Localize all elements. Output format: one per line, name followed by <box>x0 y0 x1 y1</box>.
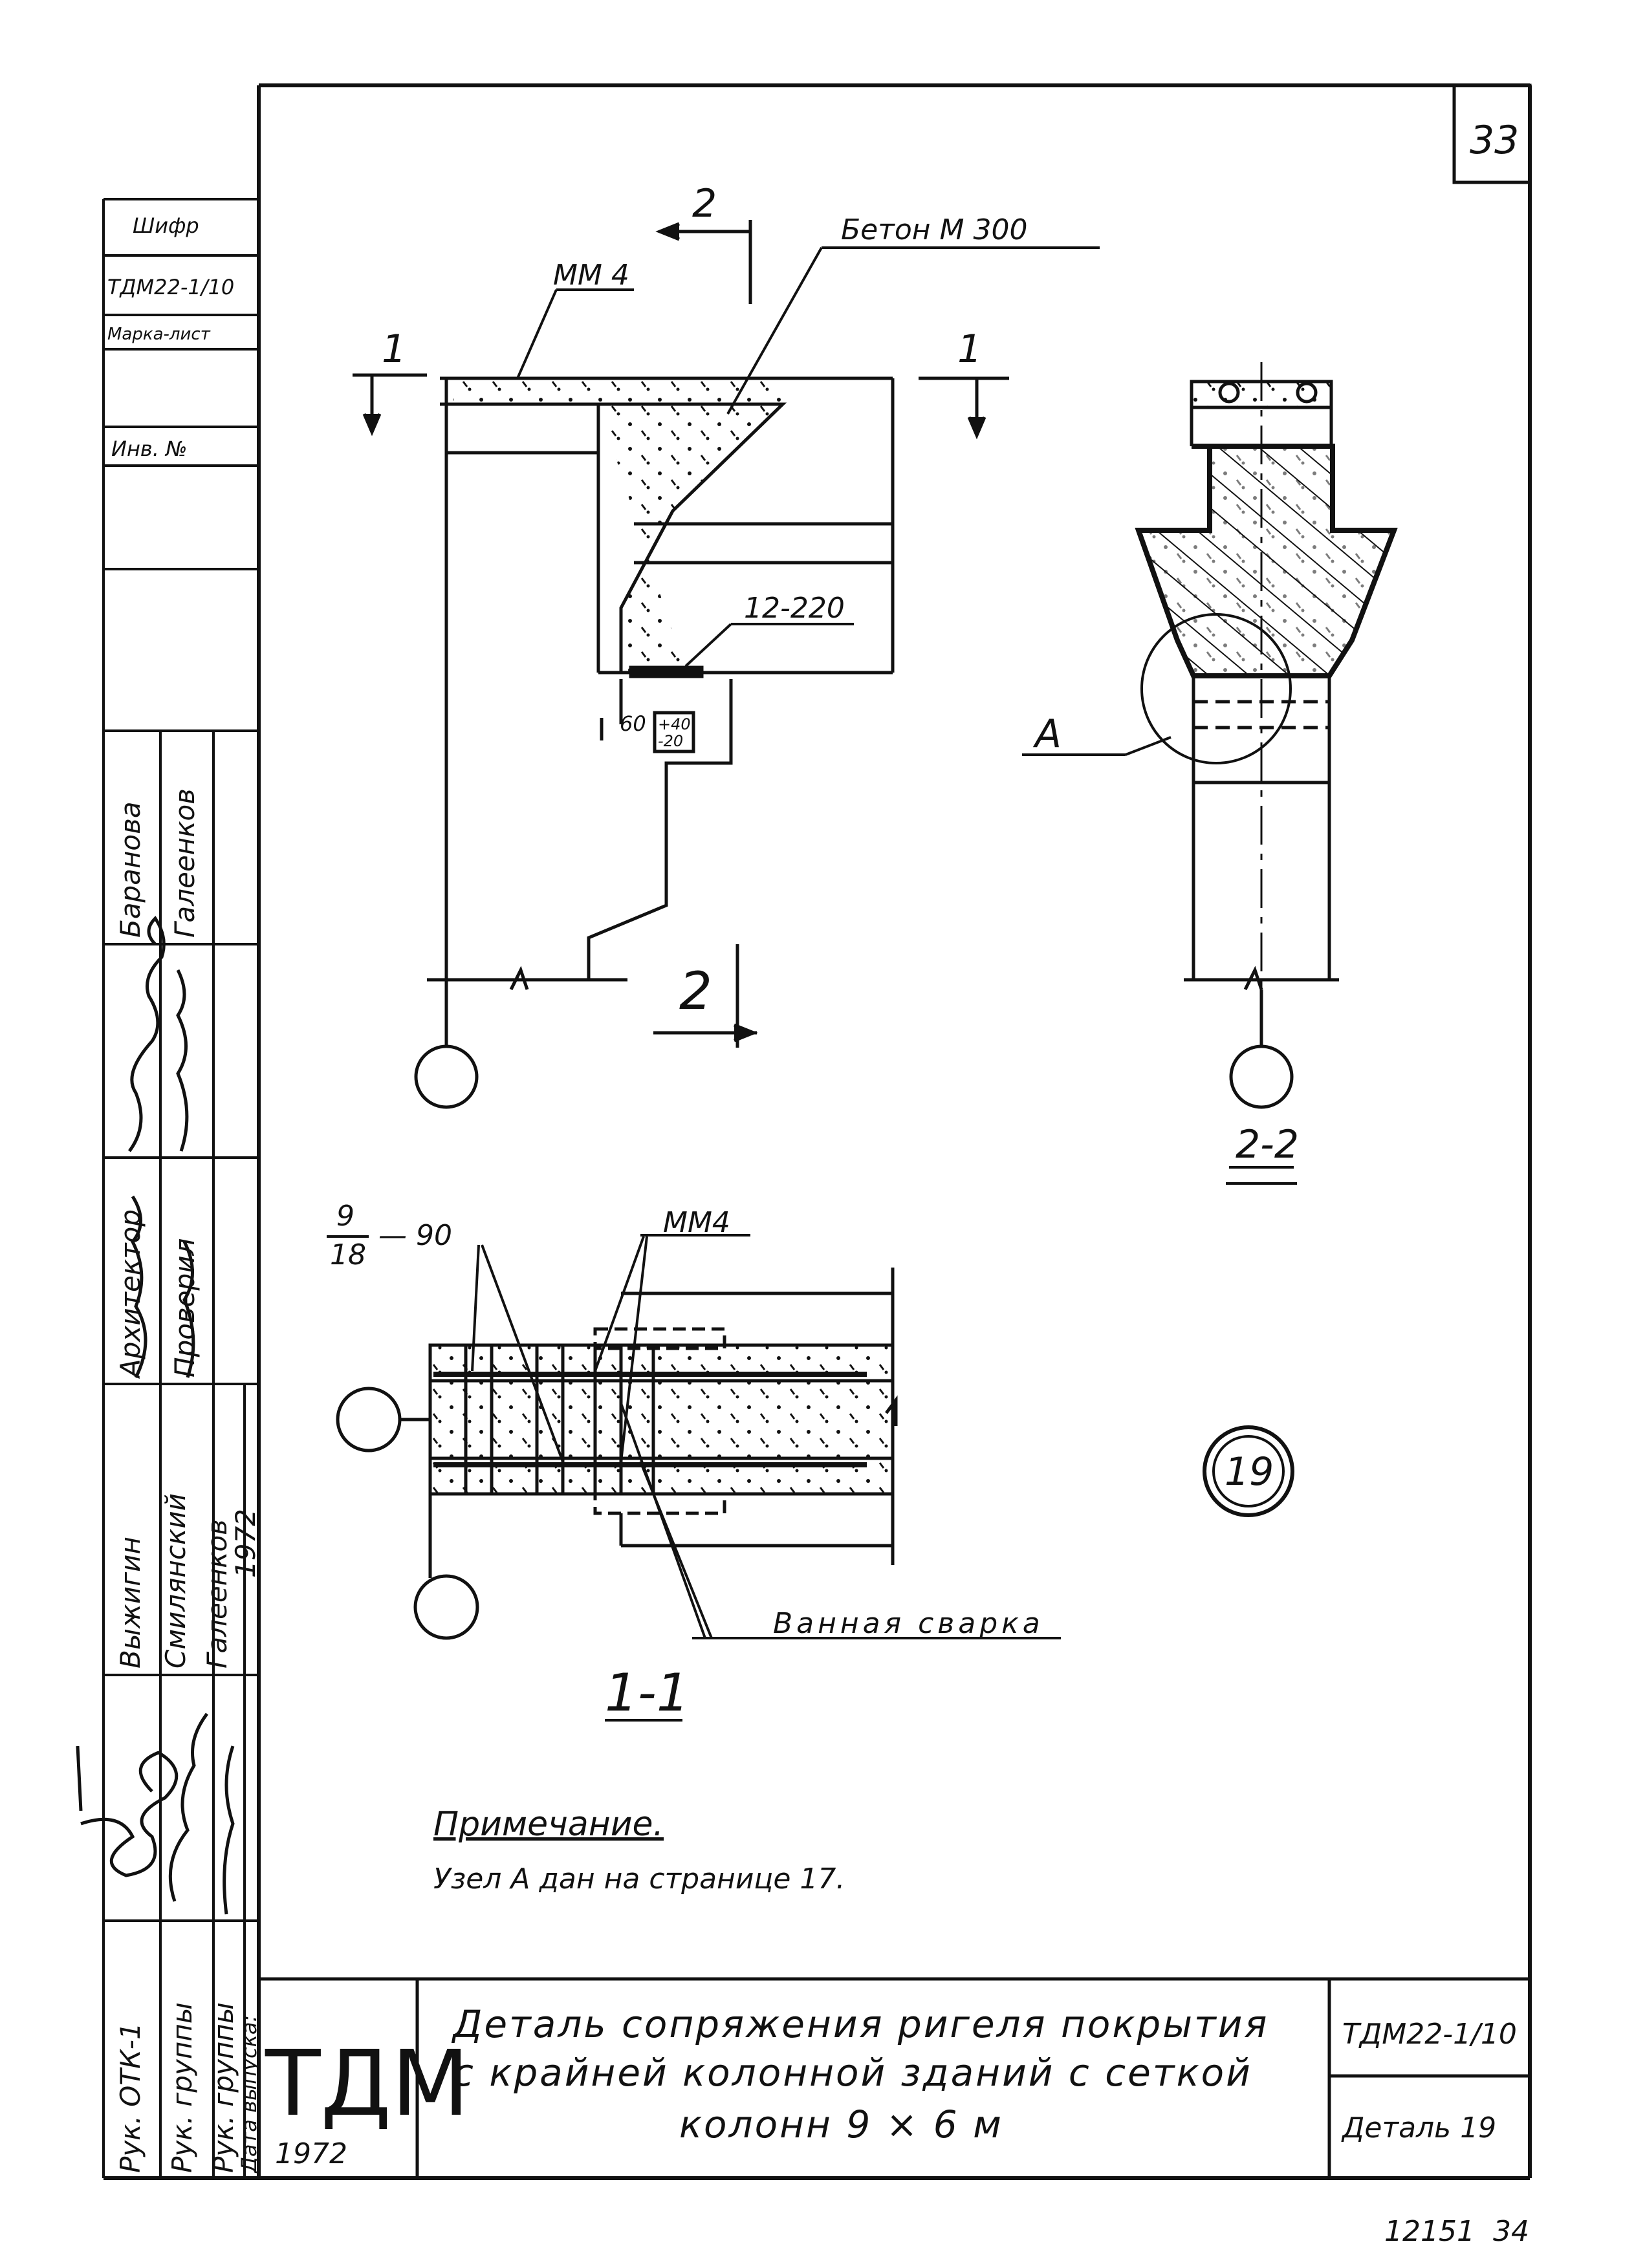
section-2-2-title: 2-2 <box>1236 1122 1299 1167</box>
node-a-label: А <box>1032 711 1062 757</box>
title-block-year: 1972 <box>275 2137 347 2170</box>
role-otk: Рук. ОТК-1 <box>114 2022 146 2173</box>
note-text: Узел А дан на странице 17. <box>433 1863 845 1895</box>
note-heading: Примечание. <box>433 1805 664 1844</box>
plate-label: 12-220 <box>744 592 845 625</box>
section-mark-2-top: 2 <box>692 181 717 226</box>
inv-label: Инв. № <box>111 437 187 461</box>
role-group-1: Рук. группы <box>166 2002 198 2173</box>
name-galeenkov-1: Галеенков <box>169 788 201 938</box>
footer-code: 12151 34 <box>1384 2215 1529 2248</box>
dim-tol-plus: +40 <box>658 715 691 733</box>
plan-view-1-1 <box>336 1268 898 1722</box>
dim-60: 60 <box>620 711 646 736</box>
detail-circle-outer <box>1203 1425 1294 1517</box>
plan-labels: 9 18 — 90 ММ4 Ванная сварка 1-1 19 <box>327 1200 1294 1723</box>
section-mark-2-bottom: 2 <box>679 961 712 1021</box>
leader-concrete-2 <box>726 247 823 415</box>
left-stamp <box>102 198 259 2178</box>
rebar-length: — 90 <box>378 1219 452 1252</box>
role-group-2: Рук. группы <box>208 2002 239 2173</box>
release-year-side: 1972 <box>230 1509 261 1578</box>
mm4-plan-label: ММ4 <box>663 1206 730 1239</box>
sheet-frame <box>103 83 1532 2180</box>
page-number: 33 <box>1470 118 1519 163</box>
detail-number: 19 <box>1225 1449 1274 1495</box>
mm4-top-label: ММ 4 <box>553 259 629 292</box>
title-line-2: с крайней колонной зданий с сеткой <box>453 2051 1252 2095</box>
leader-rebar-a <box>471 1244 480 1372</box>
section-2-2 <box>1022 362 1398 1185</box>
rebar-fraction-num: 9 <box>336 1200 354 1233</box>
signatures <box>76 916 235 1915</box>
name-galeenkov-2: Галеенков <box>201 1519 233 1669</box>
marka-label: Марка-лист <box>107 325 211 344</box>
role-release-date: Дата выпуска: <box>237 2015 261 2174</box>
stamp-rotated-text: Архитектор Проверил Баранова Галеенков В… <box>114 788 261 2174</box>
title-line-3: колонн 9 × 6 м <box>679 2102 1003 2146</box>
page-number-box: 33 <box>1452 83 1532 184</box>
name-vyzhigin: Выжигин <box>114 1537 146 1669</box>
leader-plate-2 <box>684 623 732 667</box>
tdm-logo: ТДМ <box>265 2031 470 2137</box>
rebar-fraction-den: 18 <box>330 1238 366 1271</box>
leader-mm4-plan-b <box>620 1236 648 1462</box>
detail-circle-inner <box>1212 1435 1285 1507</box>
title-block <box>259 1977 1530 2178</box>
section-mark-1-left: 1 <box>382 327 406 372</box>
section-mark-1-right: 1 <box>957 327 982 372</box>
shifr-label: Шифр <box>133 213 199 238</box>
title-block-code: ТДМ22-1/10 <box>1342 2018 1517 2051</box>
section-1-1-title: 1-1 <box>605 1663 690 1723</box>
leader-mm4-top-2 <box>516 289 558 379</box>
shifr-value: ТДМ22-1/10 <box>107 275 234 299</box>
title-line-1: Деталь сопряжения ригеля покрытия <box>451 2002 1269 2046</box>
role-checked: Проверил <box>169 1238 201 1377</box>
leader-welding-b <box>639 1461 713 1639</box>
elevation-view <box>414 376 895 1109</box>
name-smilyansky: Смилянский <box>160 1493 191 1669</box>
title-block-detail: Деталь 19 <box>1341 2111 1496 2144</box>
elevation-labels: ММ 4 Бетон М 300 12-220 60 +40 -20 1 <box>353 181 1100 1048</box>
dim-tol-minus: -20 <box>658 732 683 750</box>
role-architect: Архитектор <box>114 1209 146 1379</box>
concrete-label: Бетон М 300 <box>841 213 1028 246</box>
leader-rebar-b <box>481 1244 564 1462</box>
leader-mm4-plan-a <box>594 1236 645 1372</box>
name-baranova: Баранова <box>114 801 146 938</box>
welding-label: Ванная сварка <box>773 1607 1044 1640</box>
